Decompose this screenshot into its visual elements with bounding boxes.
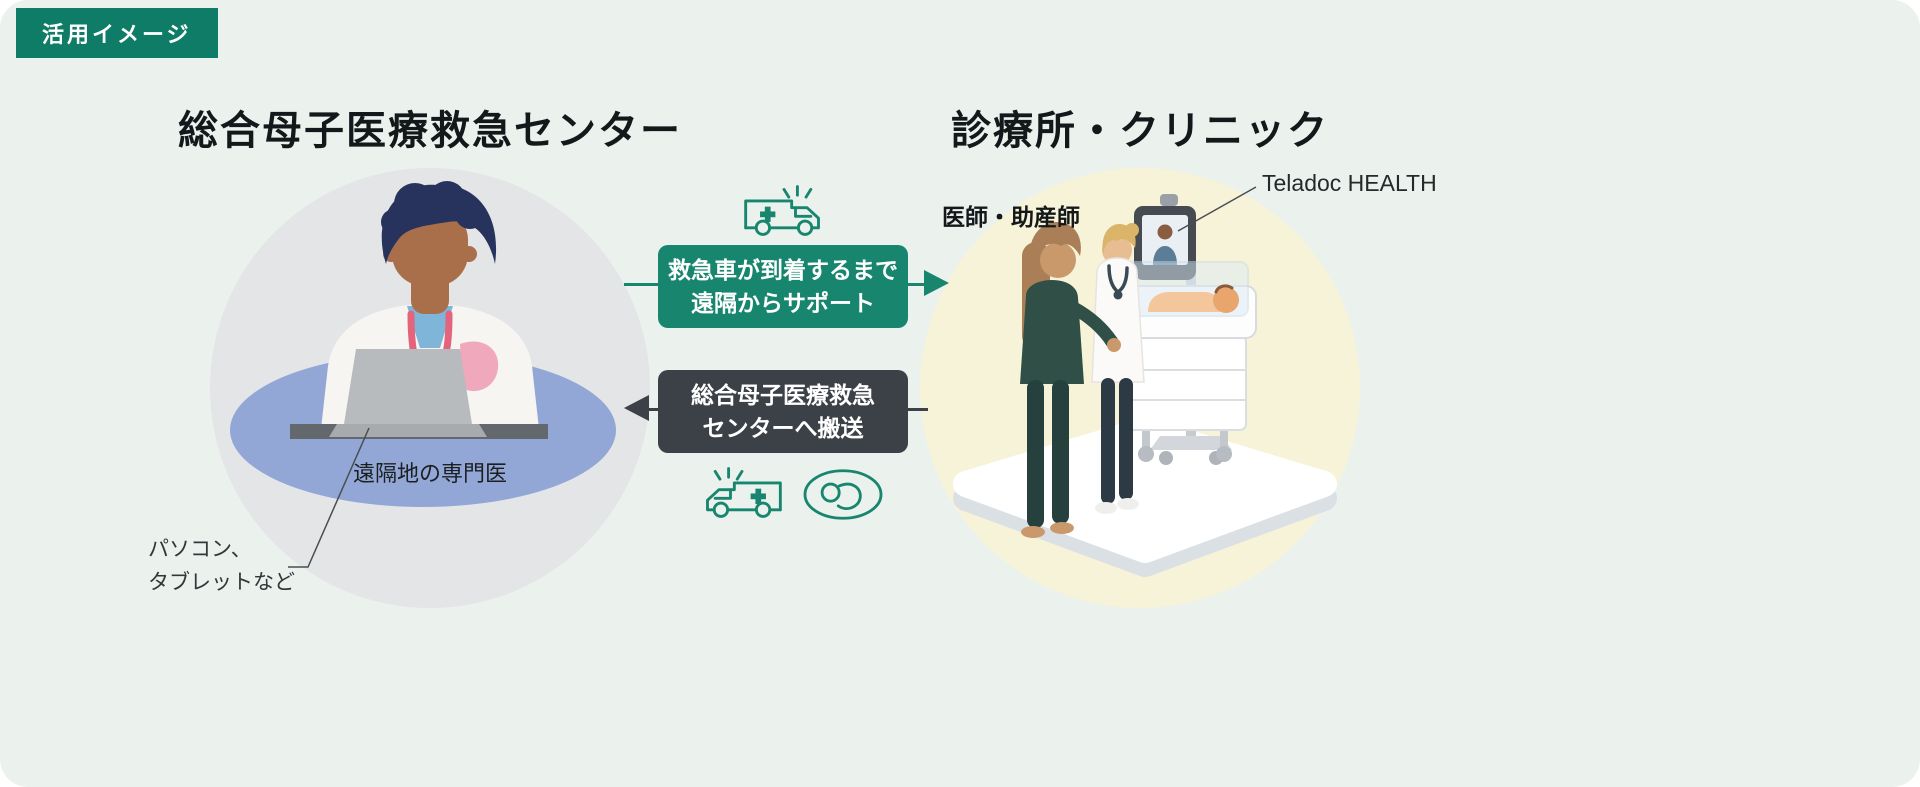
support-flow-line2: 遠隔からサポート (691, 289, 875, 316)
transport-arrow-head (624, 395, 649, 421)
pc-tablet-callout-line2: タブレットなど (148, 570, 295, 594)
ambulance-icon (706, 467, 782, 518)
right-title: 診療所・クリニック (951, 109, 1329, 153)
incubator-cart (1113, 261, 1257, 462)
transport-flow-line1: 総合母子医療救急 (691, 382, 875, 408)
patient-figure (1020, 222, 1121, 538)
newborn-icon (803, 469, 883, 520)
clinic-scene (953, 194, 1337, 577)
left-title: 総合母子医療救急センター (178, 109, 682, 153)
pc-tablet-callout: パソコン、 タブレットなど (148, 534, 295, 599)
specialist-label: 遠隔地の専門医 (352, 461, 507, 486)
support-flow-line1: 救急車が到着するまで (668, 257, 898, 283)
staff-label: 医師・助産師 (942, 204, 1080, 230)
clinic-illustration (920, 168, 1360, 608)
support-arrow-head (924, 270, 949, 296)
ambulance-icon (744, 185, 820, 236)
teladoc-health-label: Teladoc HEALTH (1262, 170, 1437, 196)
support-flow-box: 救急車が到着するまで 遠隔からサポート (658, 245, 908, 329)
doctor-figure (1091, 223, 1145, 514)
emergency-center-illustration: 遠隔地の専門医 (210, 168, 650, 608)
transport-flow-line2: センターへ搬送 (702, 414, 864, 441)
camera-icon (1160, 194, 1178, 206)
newborn-baby (1148, 292, 1220, 312)
transport-flow-box: 総合母子医療救急 センターへ搬送 (658, 370, 908, 454)
section-badge: 活用イメージ (16, 8, 218, 58)
laptop (329, 349, 487, 437)
pc-tablet-callout-line1: パソコン、 (148, 538, 252, 561)
